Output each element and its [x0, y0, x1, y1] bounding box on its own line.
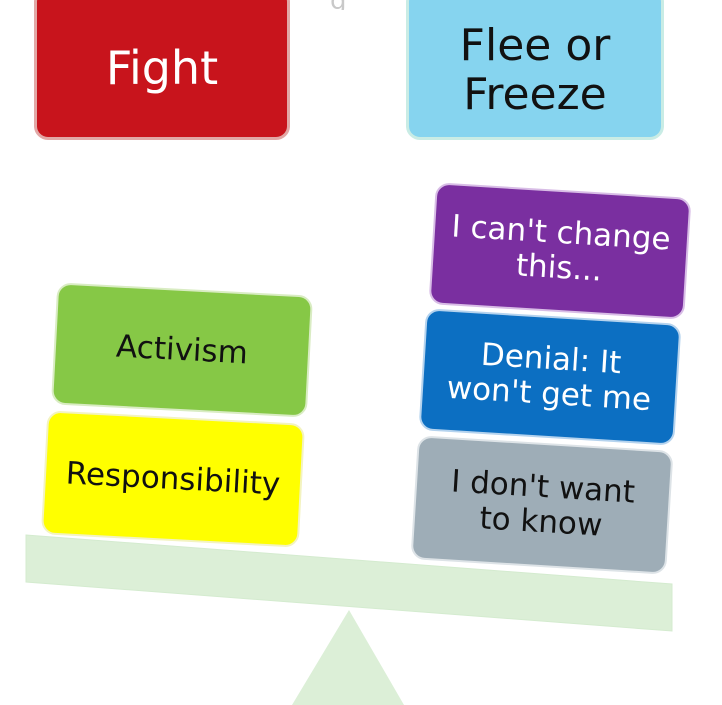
activism-box: Activism — [50, 282, 314, 418]
fight-label: Fight — [105, 41, 219, 96]
dont-want-to-know-label: I don't want to know — [450, 463, 636, 544]
scale-fulcrum — [292, 610, 404, 705]
scale-beam — [25, 534, 673, 632]
responsibility-box: Responsibility — [40, 410, 306, 548]
flee-or-freeze-label: Flee or Freeze — [459, 19, 611, 120]
denial-box: Denial: It won't get me — [418, 308, 682, 446]
responsibility-label: Responsibility — [64, 455, 282, 503]
top-text-fragment: g — [330, 0, 360, 10]
cant-change-box: I can't change this... — [428, 182, 692, 320]
activism-label: Activism — [115, 328, 249, 372]
fight-box: Fight — [34, 0, 290, 140]
denial-label: Denial: It won't get me — [445, 337, 653, 419]
cant-change-label: I can't change this... — [450, 208, 672, 289]
dont-want-to-know-box: I don't want to know — [410, 435, 674, 575]
flee-or-freeze-box: Flee or Freeze — [406, 0, 664, 140]
